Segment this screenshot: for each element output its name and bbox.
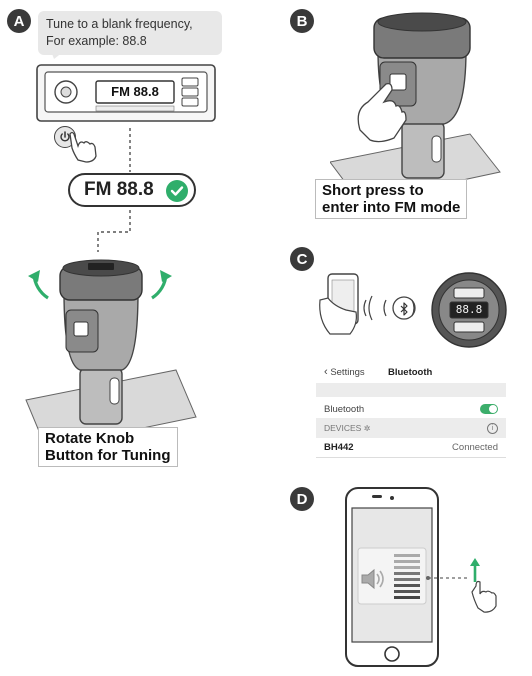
fm-confirm-label: FM 88.8 (84, 179, 154, 200)
settings-back-button[interactable]: ‹ Settings (324, 366, 365, 378)
check-icon (166, 180, 188, 202)
power-icon (60, 131, 70, 142)
step-badge-d: D (290, 487, 314, 511)
swipe-up-gesture (426, 558, 497, 613)
paired-device-row[interactable]: BH442 Connected (316, 438, 506, 458)
loading-spinner-icon: ✲ (363, 424, 371, 433)
step-badge-c: C (290, 247, 314, 271)
car-radio-illustration (36, 64, 216, 122)
bluetooth-settings-panel: ‹ Settings Bluetooth Bluetooth DEVICES ✲… (316, 362, 506, 460)
bubble-tail (50, 48, 68, 59)
radio-power-button[interactable] (54, 126, 76, 148)
volume-level-bars (394, 554, 420, 599)
device-status: Connected (452, 442, 498, 453)
settings-nav-bar: ‹ Settings Bluetooth (316, 362, 506, 382)
arrow-up-icon (470, 558, 480, 582)
device-name: BH442 (324, 442, 354, 453)
settings-separator (316, 383, 506, 397)
devices-header-row: DEVICES ✲ i (316, 418, 506, 438)
bluetooth-toggle-row: Bluetooth (316, 399, 506, 419)
charger-display: 88.8 (455, 303, 483, 316)
phone-bluetooth-pairing-illustration (319, 273, 416, 335)
bluetooth-label: Bluetooth (324, 403, 365, 415)
instruction-bubble: Tune to a blank frequency, For example: … (38, 11, 222, 55)
dashed-connector (97, 128, 131, 252)
speaker-icon (361, 568, 384, 590)
fm-transmitter-press-illustration (330, 12, 501, 200)
caption-press-line-1: Short press to (322, 182, 424, 199)
caption-press-line-2: enter into FM mode (322, 199, 461, 216)
step-badge-b: B (290, 9, 314, 33)
caption-rotate-line-2: Button for Tuning (45, 447, 171, 464)
caption-rotate-knob: Rotate Knob Button for Tuning (38, 427, 178, 467)
step-badge-a: A (7, 9, 31, 33)
radio-display: FM 88.8 (111, 84, 159, 99)
info-icon[interactable]: i (487, 422, 498, 434)
devices-header: DEVICES (324, 423, 362, 433)
fm-frequency-confirmation: FM 88.8 (68, 173, 196, 207)
bluetooth-toggle[interactable] (480, 404, 498, 414)
chevron-left-icon: ‹ (324, 366, 328, 378)
bluetooth-icon (400, 302, 408, 316)
fm-transmitter-illustration (25, 259, 197, 449)
caption-short-press: Short press to enter into FM mode (315, 179, 468, 219)
settings-back-label: Settings (330, 367, 365, 378)
usb-charger-front-illustration (431, 272, 507, 348)
settings-title: Bluetooth (388, 366, 433, 378)
instruction-line-1: Tune to a blank frequency, (46, 17, 193, 31)
pointing-hand-icon (69, 131, 97, 163)
caption-rotate-line-1: Rotate Knob (45, 430, 135, 447)
instruction-line-2: For example: 88.8 (46, 34, 147, 48)
